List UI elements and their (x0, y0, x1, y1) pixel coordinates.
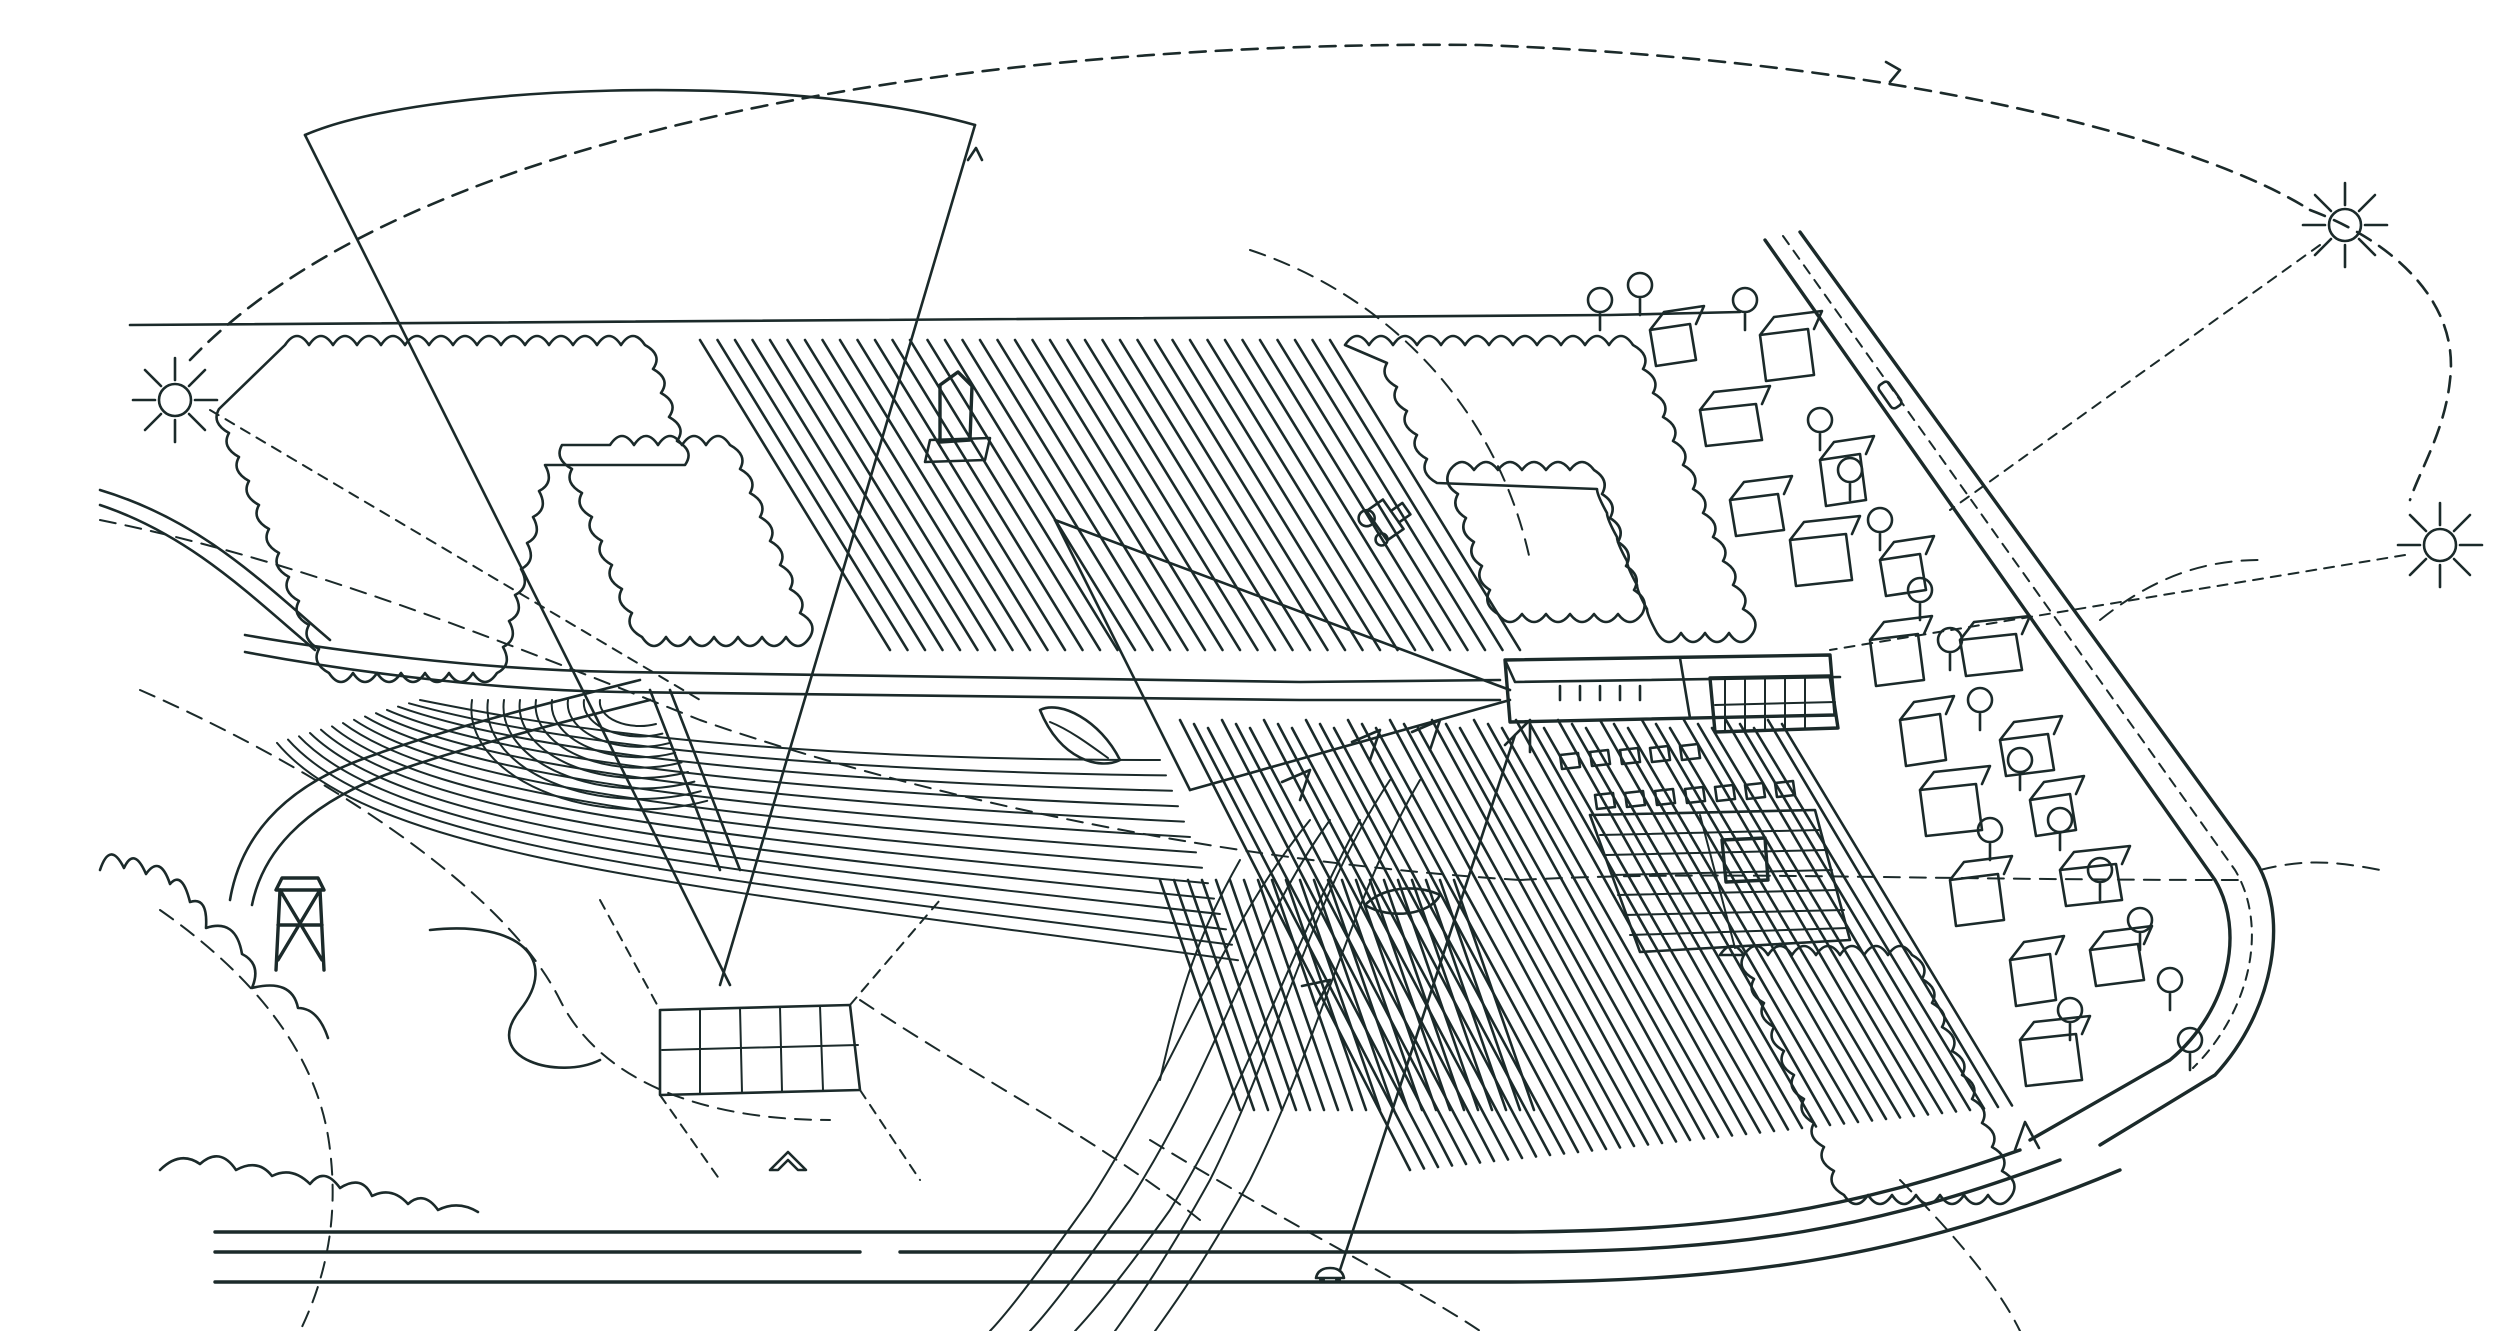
house (2020, 1016, 2090, 1086)
vine-row (1155, 340, 1345, 650)
house (2030, 776, 2084, 836)
house (2010, 936, 2064, 1006)
vine-row (753, 340, 943, 650)
tree (1838, 458, 1862, 500)
vine-row (770, 340, 960, 650)
house (1900, 696, 1954, 766)
tree (2178, 1028, 2202, 1070)
north-edge (130, 312, 1740, 325)
contour-row (299, 736, 1226, 929)
tree (1938, 628, 1962, 670)
vine-row (840, 340, 1030, 650)
view-wedge (1055, 520, 1510, 790)
vine-row (1138, 340, 1328, 650)
tree-block-center-west (560, 436, 813, 646)
vine-row (998, 340, 1188, 650)
vine-row (1173, 340, 1363, 650)
house (1880, 536, 1934, 596)
stall (1745, 783, 1765, 799)
bridge-wall (600, 900, 940, 1180)
vine-row (1190, 340, 1380, 650)
sun-icon (2398, 503, 2482, 587)
vineyard-rows-south (1160, 720, 2012, 1170)
vine-row (788, 340, 978, 650)
tree (1868, 508, 1892, 550)
house (1760, 311, 1822, 381)
vine-row (718, 340, 908, 650)
vine-row (1208, 340, 1398, 650)
vine-row (928, 340, 1118, 650)
house (1700, 386, 1770, 446)
tree (1808, 408, 1832, 450)
house (2060, 846, 2130, 906)
vine-row (963, 340, 1153, 650)
sun-path (190, 45, 2451, 500)
east-road (1765, 232, 2274, 1145)
tree (1588, 288, 1612, 330)
stall (1650, 746, 1670, 762)
tree (1733, 288, 1757, 330)
vine-row (1015, 340, 1205, 650)
tree (1908, 578, 1932, 620)
vine-row (980, 340, 1170, 650)
tree (2158, 968, 2182, 1010)
pond (1040, 707, 1120, 763)
vine-row (1050, 340, 1240, 650)
sun-icon (133, 358, 217, 442)
stream-lines (990, 780, 1420, 1331)
hedgerow (100, 854, 600, 1212)
vine-row (1330, 340, 1520, 650)
vine-row (1260, 340, 1450, 650)
contour-row (409, 703, 1166, 775)
tree (2008, 748, 2032, 790)
house (1960, 616, 2030, 676)
tree-block-northwest (217, 336, 689, 682)
vine-row (1103, 340, 1293, 650)
tree (2048, 808, 2072, 850)
watchtower-icon (276, 878, 324, 970)
vine-row (1320, 724, 1550, 1155)
vine-row (1278, 340, 1468, 650)
vine-row (875, 340, 1065, 650)
house (2090, 926, 2152, 986)
sun-path-arrow (1886, 62, 1900, 82)
tree (1968, 688, 1992, 730)
vine-row (823, 340, 1013, 650)
house (1870, 616, 1932, 686)
tree (1628, 273, 1652, 315)
vine-row (700, 340, 890, 650)
main-lane (100, 490, 1500, 700)
tree-block-northeast (1345, 336, 1755, 642)
vine-row (1225, 340, 1415, 650)
vine-row (1085, 340, 1275, 650)
vine-row (1313, 340, 1503, 650)
contour-row (600, 700, 656, 726)
vine-row (893, 340, 1083, 650)
vine-row (1243, 340, 1433, 650)
house (1820, 436, 1874, 506)
vine-row (1782, 724, 2012, 1106)
vine-row (1033, 340, 1223, 650)
house (1790, 516, 1860, 586)
farm-barn (1505, 655, 1840, 722)
house (1730, 476, 1792, 536)
house (1950, 856, 2012, 926)
vine-row (858, 340, 1048, 650)
vine-row (1306, 720, 1536, 1157)
sight-line (1340, 735, 1515, 1270)
